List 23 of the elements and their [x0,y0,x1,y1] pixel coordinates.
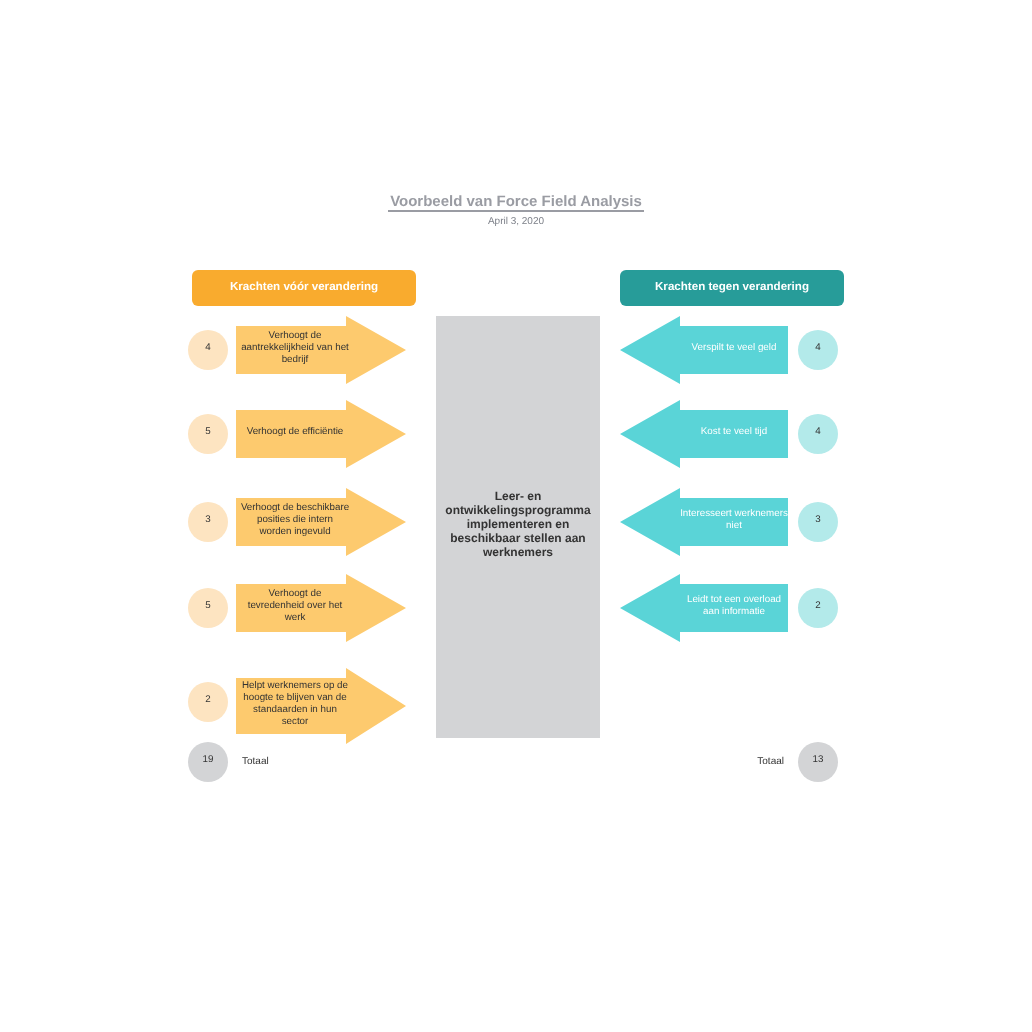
total-circle [798,742,838,782]
score-circle [798,330,838,370]
force-arrow [236,488,406,556]
score-circle [188,502,228,542]
force-arrow [236,574,406,642]
force-arrow [620,574,788,642]
force-arrow [620,488,788,556]
score-circle [188,588,228,628]
score-circle [798,502,838,542]
score-circle [188,330,228,370]
total-circle [188,742,228,782]
force-arrow [236,316,406,384]
header-bar [192,270,416,306]
score-circle [798,588,838,628]
header-bar [620,270,844,306]
score-circle [798,414,838,454]
score-circle [188,414,228,454]
force-arrow [236,400,406,468]
force-arrow [620,400,788,468]
change-box [436,316,600,738]
force-arrow [620,316,788,384]
score-circle [188,682,228,722]
force-arrow [236,668,406,744]
